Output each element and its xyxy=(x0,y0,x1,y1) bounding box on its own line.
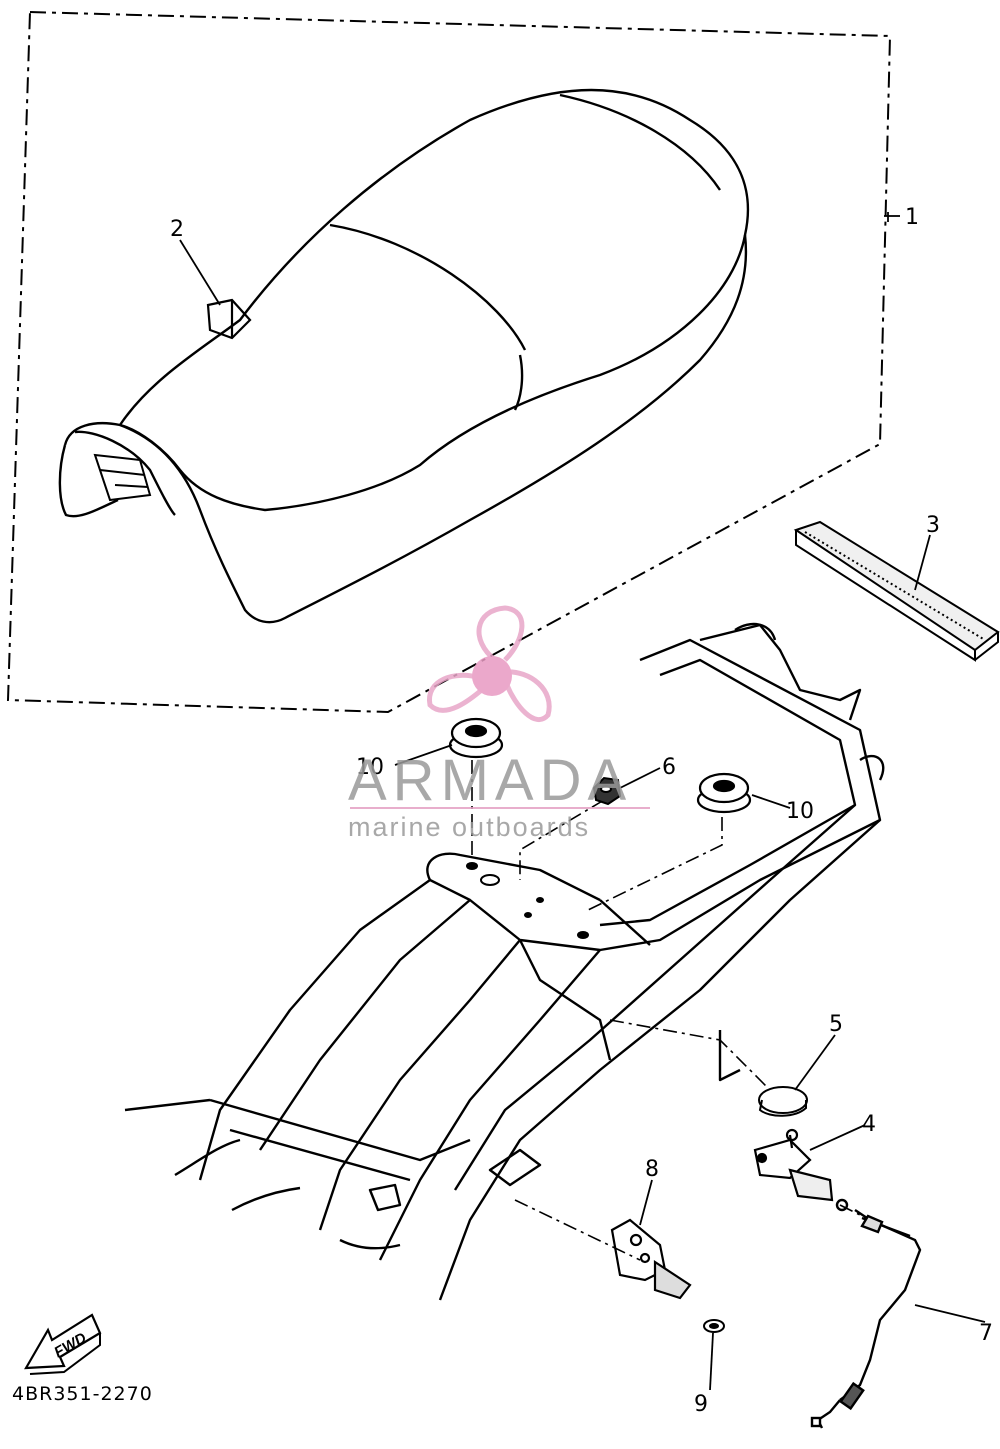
screw-part-9 xyxy=(703,1319,725,1333)
callout-3: 3 xyxy=(926,513,940,538)
seat xyxy=(58,88,750,624)
callout-10-left: 10 xyxy=(356,755,384,780)
callout-8: 8 xyxy=(645,1157,659,1182)
rear-frame xyxy=(124,622,885,1301)
bracket-part-8 xyxy=(610,1218,692,1300)
watermark-brand: ARMADA xyxy=(348,748,632,813)
drawing-code: 4BR351-2270 xyxy=(12,1383,153,1405)
seat-hook-part-2 xyxy=(206,298,252,340)
frame-holes xyxy=(466,862,589,939)
callout-1: 1 xyxy=(905,205,919,230)
seat-lock-part-4 xyxy=(753,1128,834,1202)
callout-7: 7 xyxy=(979,1321,993,1346)
seat-lock-cable-part-7 xyxy=(810,1198,922,1429)
cover-part-5 xyxy=(758,1086,808,1117)
callout-leaders xyxy=(179,212,986,1391)
callout-9: 9 xyxy=(694,1392,708,1417)
nut-part-6 xyxy=(592,776,622,806)
callout-6: 6 xyxy=(662,755,676,780)
seat-assembly-boundary xyxy=(6,10,892,714)
propeller-logo-icon xyxy=(427,605,552,723)
callout-4: 4 xyxy=(862,1112,876,1137)
seat-damper-bar-part-3 xyxy=(793,520,1000,662)
watermark-tagline: marine outboards xyxy=(348,812,590,842)
grommet-part-10-right xyxy=(696,772,752,814)
callout-2: 2 xyxy=(170,217,184,242)
armada-watermark: ARMADA marine outboards xyxy=(348,605,650,842)
propeller-hub-icon xyxy=(472,656,512,696)
grommet-part-10-left xyxy=(448,717,504,759)
assembly-leaders xyxy=(471,760,871,1261)
seat-underside-detail xyxy=(93,453,152,502)
callout-5: 5 xyxy=(829,1012,843,1037)
callout-10-right: 10 xyxy=(786,799,814,824)
